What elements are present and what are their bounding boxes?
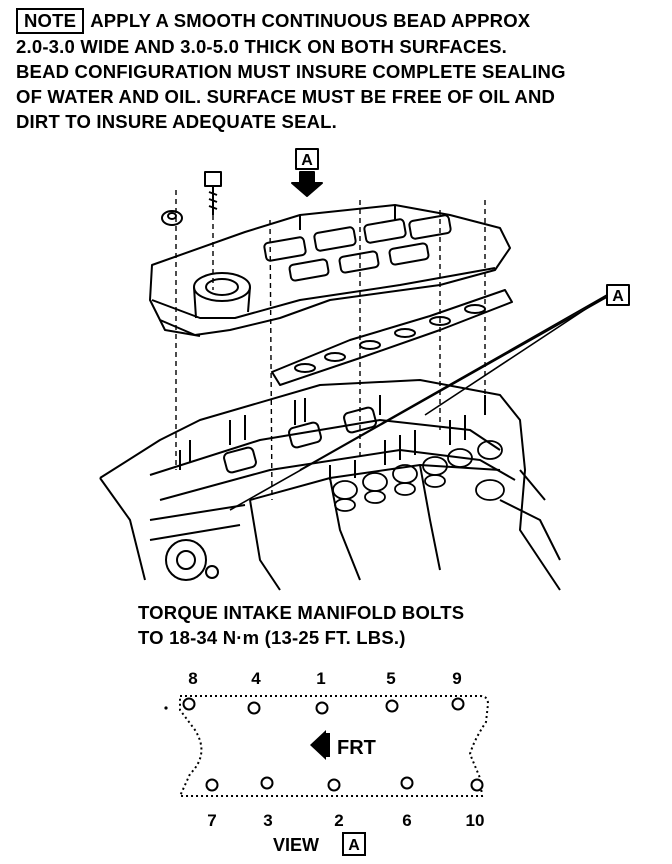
front-label: FRT <box>337 737 376 759</box>
note-text-3: BEAD CONFIGURATION MUST INSURE COMPLETE … <box>16 61 566 82</box>
callout-box-top <box>295 148 319 170</box>
view-label-box-text: A <box>348 837 360 854</box>
bolt-icon <box>204 171 222 215</box>
manifold-exploded-diagram: A A <box>99 148 630 591</box>
bolt-sequence-view: 8 4 1 5 9 7 3 2 6 10 FRT VIEW A <box>164 669 490 856</box>
note-text-4: OF WATER AND OIL. SURFACE MUST BE FREE O… <box>16 86 556 107</box>
view-label: VIEW <box>273 835 319 855</box>
seq-label-9: 9 <box>452 669 461 688</box>
note-text-1: APPLY A SMOOTH CONTINUOUS BEAD APPROX <box>90 10 531 31</box>
callout-label-top: A <box>301 152 313 169</box>
seq-label-2: 2 <box>334 811 343 830</box>
seq-label-8: 8 <box>188 669 197 688</box>
torque-line-2: TO 18-34 N·m (13-25 FT. LBS.) <box>138 627 406 648</box>
manifold-gasket <box>271 289 513 386</box>
seq-label-4: 4 <box>251 669 261 688</box>
seq-label-1: 1 <box>316 669 325 688</box>
note-label: NOTE <box>16 8 85 34</box>
arrow-down-icon <box>291 171 323 197</box>
torque-line-1: TORQUE INTAKE MANIFOLD BOLTS <box>138 602 465 623</box>
seq-label-3: 3 <box>263 811 272 830</box>
front-arrow-icon <box>310 730 326 760</box>
torque-spec: TORQUE INTAKE MANIFOLD BOLTS TO 18-34 N·… <box>138 600 464 650</box>
seq-label-7: 7 <box>207 811 216 830</box>
intake-manifold <box>149 204 511 337</box>
seq-label-5: 5 <box>386 669 395 688</box>
callout-label-right: A <box>612 288 624 305</box>
manifold-outline <box>178 695 490 797</box>
seq-label-6: 6 <box>402 811 411 830</box>
nut-icon <box>161 210 183 226</box>
engine-block <box>99 379 561 591</box>
note-text-2: 2.0-3.0 WIDE AND 3.0-5.0 THICK ON BOTH S… <box>16 36 508 57</box>
bolt-holes <box>182 697 484 792</box>
seq-label-10: 10 <box>466 811 485 830</box>
note-text-5: DIRT TO INSURE ADEQUATE SEAL. <box>16 111 338 132</box>
view-label-box <box>342 832 366 856</box>
